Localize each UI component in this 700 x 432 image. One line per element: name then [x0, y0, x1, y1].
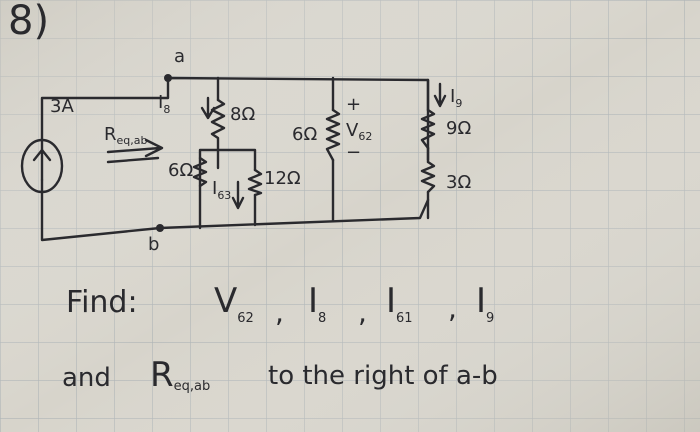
- node-b: b: [148, 224, 164, 255]
- current-i9-label: I9: [450, 86, 462, 110]
- node-a-label: a: [174, 46, 185, 67]
- resistor-3: [420, 160, 436, 194]
- find-sep-1: ,: [275, 296, 284, 329]
- req-statement: and Req,ab to the right of a-b: [62, 355, 498, 395]
- problem-number: 8): [8, 0, 49, 44]
- resistor-3-label: 3Ω: [446, 172, 471, 193]
- resistor-8: [210, 98, 226, 152]
- req-description: to the right of a-b: [268, 361, 498, 391]
- find-i8: I8: [308, 281, 326, 326]
- voltage-v62-label: V62: [346, 120, 372, 143]
- node-a: a: [164, 46, 185, 82]
- find-sep-3: ,: [448, 292, 457, 325]
- wires: [40, 76, 430, 242]
- find-label: Find:: [66, 285, 138, 320]
- resistor-6-mid: [325, 108, 341, 162]
- current-source: 3A: [20, 96, 74, 194]
- req-main: R: [104, 124, 117, 145]
- resistor-12-label: 12Ω: [264, 168, 301, 189]
- node-b-label: b: [148, 234, 159, 255]
- find-sep-2: ,: [358, 296, 367, 329]
- req-term: Req,ab: [150, 355, 210, 395]
- resistor-9-label: 9Ω: [446, 118, 471, 139]
- find-v62: V62: [214, 281, 254, 326]
- find-statement: Find: V62 , I8 , I61 , I9: [66, 281, 494, 329]
- current-i63-label: I63: [212, 178, 231, 202]
- resistor-12: [247, 168, 263, 197]
- req-indicator: Req,ab: [104, 124, 164, 164]
- resistor-9: [420, 108, 436, 150]
- svg-text:Req,ab: Req,ab: [104, 124, 148, 147]
- voltage-plus: +: [346, 94, 361, 115]
- and-label: and: [62, 363, 111, 393]
- req-sub: eq,ab: [117, 134, 148, 147]
- find-i9: I9: [476, 281, 494, 326]
- current-i9-arrow: [433, 82, 447, 108]
- current-i8-label: I8: [158, 92, 170, 116]
- voltage-minus: −: [346, 142, 361, 163]
- resistor-6-left: [192, 156, 208, 188]
- source-value-label: 3A: [50, 96, 74, 117]
- resistor-8-label: 8Ω: [230, 104, 255, 125]
- current-i63-arrow: [231, 180, 245, 210]
- find-i61: I61: [386, 281, 413, 326]
- resistor-6-mid-label: 6Ω: [292, 124, 317, 145]
- resistor-6-left-label: 6Ω: [168, 160, 193, 181]
